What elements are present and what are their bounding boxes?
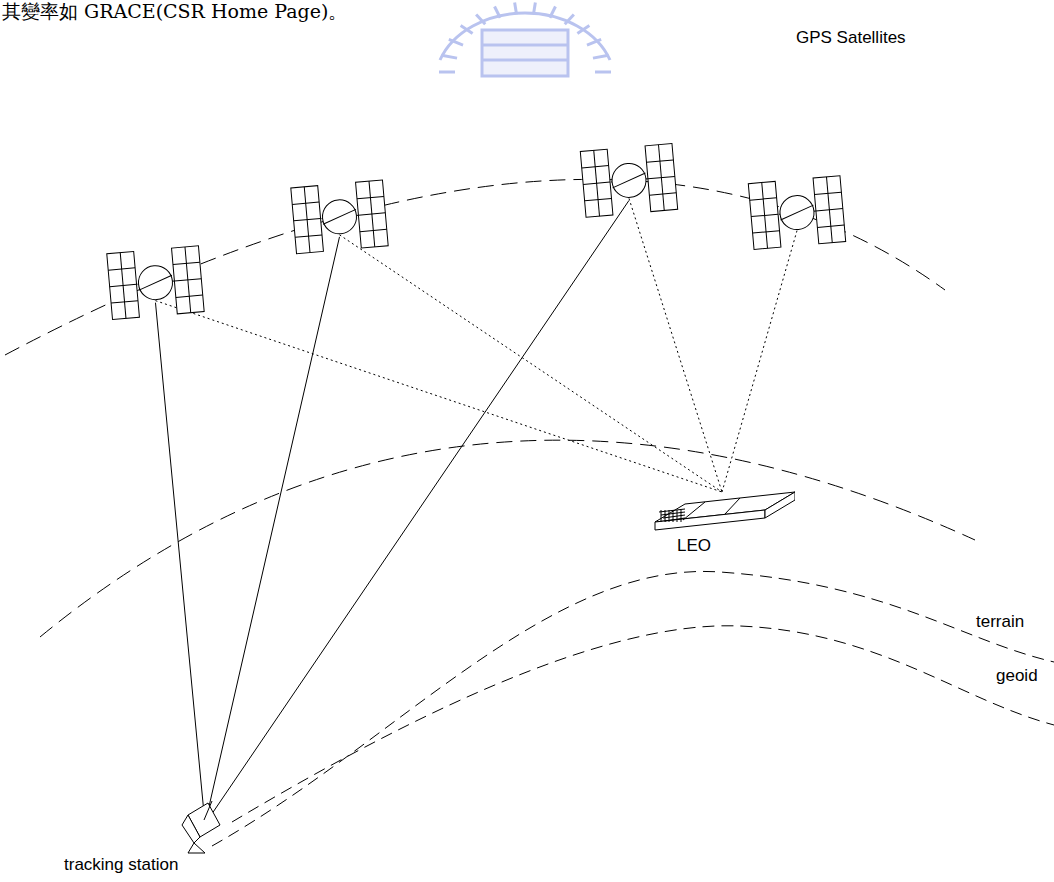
gps-satellite bbox=[748, 176, 845, 250]
gps-satellite bbox=[107, 246, 204, 320]
watermark-logo bbox=[439, 3, 611, 76]
gps-satellite bbox=[291, 180, 388, 254]
leo-link bbox=[155, 301, 722, 492]
leo-icon bbox=[645, 482, 795, 532]
antenna-icon bbox=[60, 795, 250, 855]
tracking-station: tracking station bbox=[60, 795, 250, 875]
leo-link bbox=[722, 231, 797, 492]
ground-link bbox=[205, 237, 340, 824]
geoid-curve bbox=[232, 626, 1054, 822]
ground-link bbox=[205, 200, 629, 824]
terrain-label: terrain bbox=[976, 612, 1024, 632]
node-label: tracking station bbox=[64, 855, 250, 875]
node-label: LEO bbox=[677, 536, 795, 556]
leo-orbit bbox=[40, 440, 975, 637]
geoid-label: geoid bbox=[996, 666, 1038, 686]
caption-text: 其變率如 GRACE(CSR Home Page)。 bbox=[2, 0, 347, 23]
leo-link bbox=[340, 235, 723, 492]
ground-link bbox=[155, 303, 205, 824]
gps-satellite bbox=[580, 144, 677, 218]
gps-orbit bbox=[5, 179, 945, 355]
terrain-curve bbox=[212, 571, 1054, 846]
leo-satellite: LEO bbox=[645, 482, 795, 556]
gps-label: GPS Satellites bbox=[796, 28, 906, 48]
leo-link bbox=[629, 198, 722, 492]
